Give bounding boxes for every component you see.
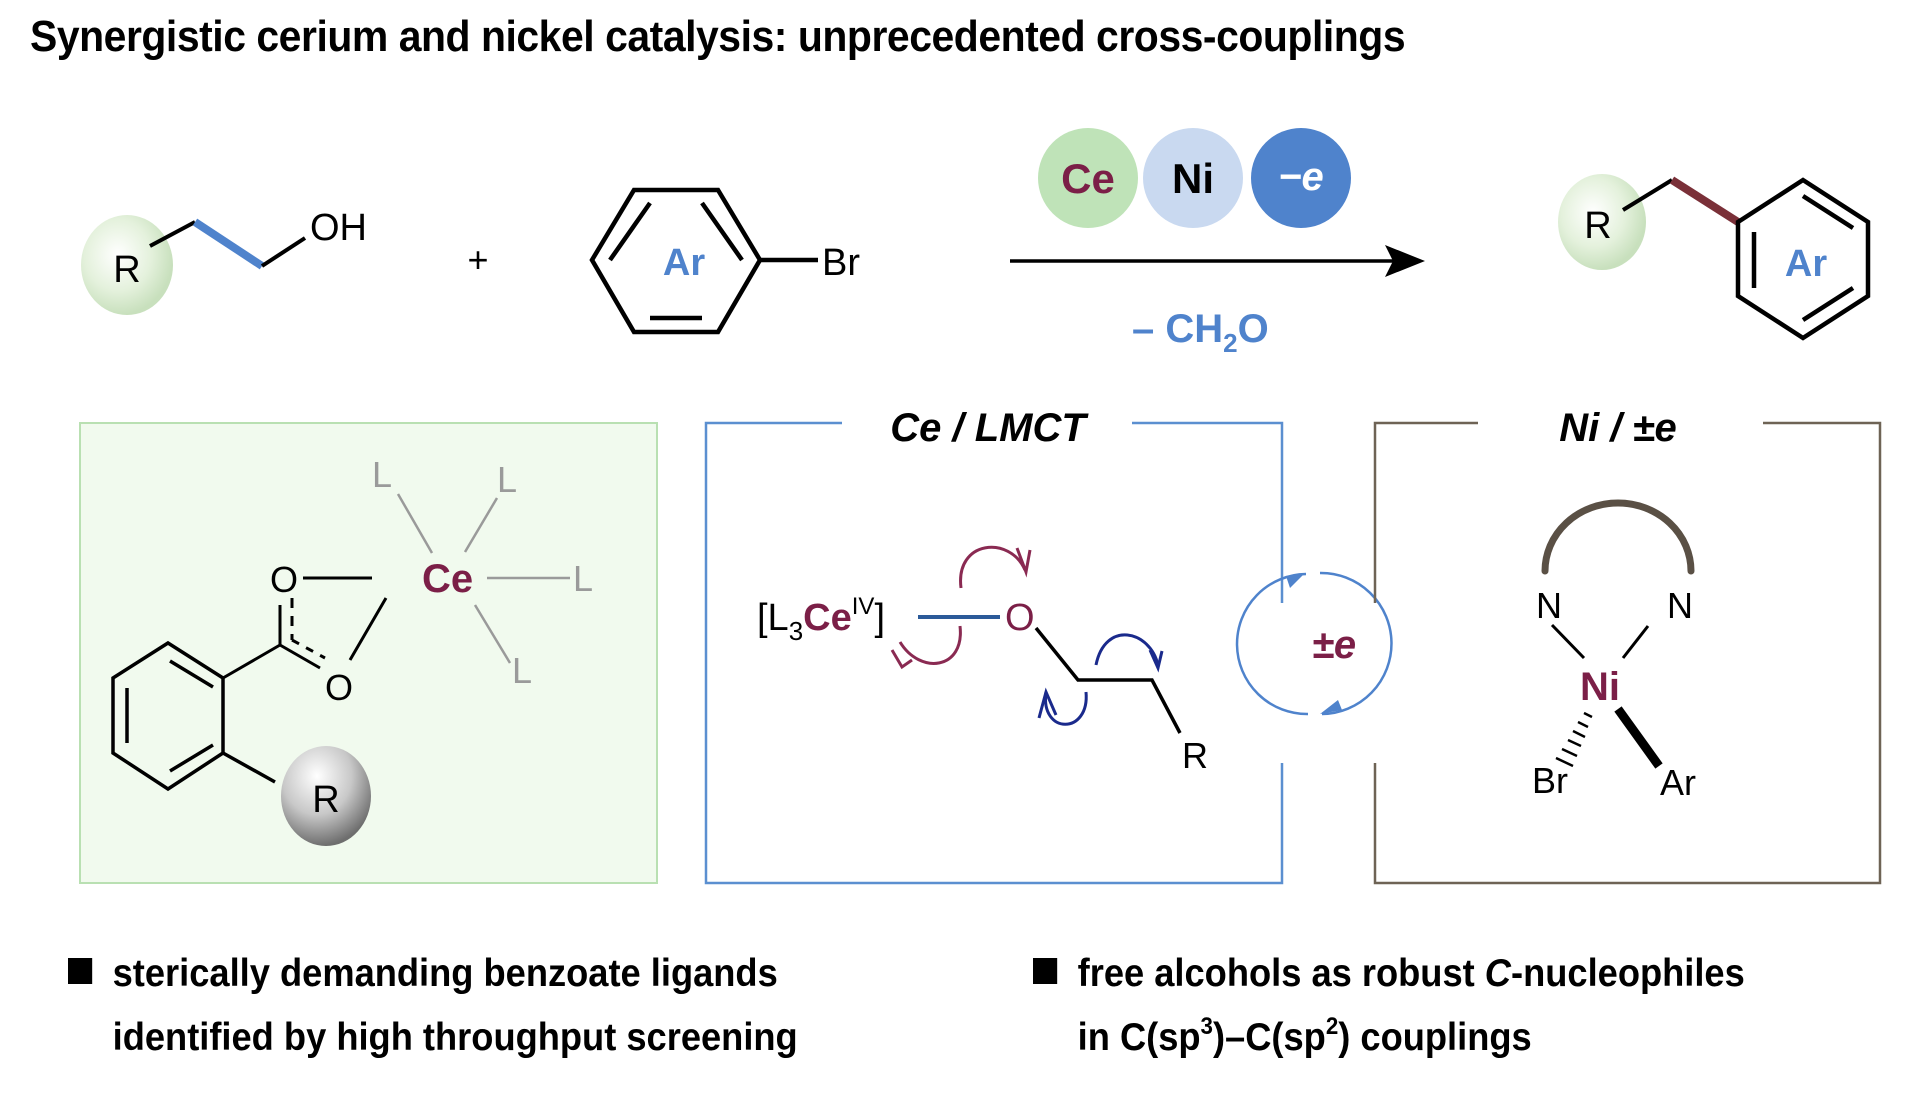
nickel-panel: Ni / ±e N N Br Ar Ni bbox=[1373, 406, 1882, 885]
aryl-label: Ar bbox=[1660, 762, 1696, 803]
ligand-label: L bbox=[512, 650, 532, 691]
cerium-center: Ce bbox=[422, 557, 473, 601]
oxygen-label: O bbox=[325, 667, 353, 708]
bullet-line: identified by high throughput screening bbox=[112, 1016, 798, 1059]
curved-arrow-icon bbox=[1044, 691, 1088, 726]
bond-ring-r bbox=[222, 751, 276, 784]
arrowhead-icon bbox=[890, 649, 913, 670]
lmct-heading: Ce / LMCT bbox=[890, 406, 1089, 450]
superscript: 2 bbox=[1325, 1013, 1339, 1040]
electron-label: −e bbox=[1278, 155, 1324, 199]
blue-bond bbox=[192, 218, 265, 270]
plus-sign: + bbox=[467, 239, 488, 280]
br-label: Br bbox=[822, 242, 860, 284]
bullet-text: -nucleophiles bbox=[1511, 952, 1745, 995]
oxygen-label: O bbox=[1005, 597, 1035, 639]
bromide-label: Br bbox=[1532, 760, 1568, 801]
alcohol-substrate: R OH bbox=[81, 207, 367, 315]
cycle-arc-icon bbox=[1235, 572, 1309, 716]
benzene-ring bbox=[111, 640, 225, 792]
ligand-panel: L L L L Ce O O R bbox=[79, 422, 658, 884]
r-group-sphere bbox=[1558, 174, 1646, 270]
benzene-ring bbox=[1735, 177, 1871, 341]
r-label: R bbox=[312, 779, 339, 821]
electron-transfer-label: ±e bbox=[1312, 623, 1356, 667]
ligand-panel-frame bbox=[79, 422, 658, 884]
product: R Ar bbox=[1558, 174, 1871, 341]
cycle-arrowhead-icon bbox=[1286, 573, 1305, 588]
redox-cycle: ±e bbox=[1235, 571, 1393, 716]
nickel-heading: Ni / ±e bbox=[1559, 406, 1677, 450]
benzene-ring bbox=[589, 187, 763, 335]
bullet-italic: C bbox=[1484, 952, 1512, 995]
alkyl-chain bbox=[1034, 626, 1182, 734]
cerium-catalyst-circle bbox=[1038, 128, 1138, 228]
cerium-complex-label: [L3CeIV] bbox=[757, 593, 885, 646]
nickel-label: Ni bbox=[1172, 155, 1214, 202]
bond-r-c bbox=[149, 220, 196, 248]
arrowhead-icon bbox=[1148, 649, 1164, 673]
bullet-text: free alcohols as robust bbox=[1077, 952, 1485, 995]
bidentate-ligand-arc bbox=[1541, 499, 1695, 575]
bullet-line: in C(sp3)–C(sp2) couplings bbox=[1077, 1013, 1745, 1060]
cycle-arc-icon bbox=[1319, 571, 1393, 716]
r-group-sphere bbox=[81, 215, 173, 315]
n-ni-bond bbox=[1550, 623, 1586, 660]
oh-label: OH bbox=[310, 207, 367, 249]
nitrogen-label: N bbox=[1536, 585, 1562, 626]
lmct-panel: Ce / LMCT [L3CeIV] O R bbox=[704, 406, 1284, 885]
superscript: 3 bbox=[1200, 1013, 1213, 1040]
ligand-label: L bbox=[372, 454, 392, 495]
nickel-panel-frame bbox=[1373, 421, 1882, 885]
oxygen-label: O bbox=[270, 559, 298, 600]
n-ni-bond bbox=[1621, 625, 1650, 659]
byproduct-label: – CH2O bbox=[1132, 307, 1269, 358]
nitrogen-label: N bbox=[1667, 585, 1693, 626]
inner-double-bonds bbox=[608, 201, 744, 321]
new-cc-bond bbox=[1669, 176, 1741, 226]
r-label: R bbox=[113, 249, 140, 291]
nickel-catalyst-circle bbox=[1143, 128, 1243, 228]
arrowhead-icon bbox=[1015, 547, 1032, 578]
lmct-panel-frame bbox=[704, 421, 1284, 885]
figure-title: Synergistic cerium and nickel catalysis:… bbox=[30, 12, 1406, 61]
nickel-center: Ni bbox=[1580, 665, 1620, 709]
bullet-text: )–C(sp bbox=[1212, 1016, 1326, 1059]
bullet-ligands: sterically demanding benzoate ligands id… bbox=[68, 952, 798, 1060]
cycle-arrowhead-icon bbox=[1320, 700, 1342, 714]
curved-arrow-icon bbox=[1094, 633, 1160, 666]
r-label: R bbox=[1584, 205, 1611, 247]
bullet-square-icon bbox=[1033, 958, 1058, 984]
electron-circle bbox=[1251, 128, 1351, 228]
ancillary-ligand-bonds bbox=[396, 493, 570, 664]
catalyst-circles: Ce Ni −e bbox=[1038, 128, 1351, 228]
bullet-text: ) couplings bbox=[1338, 1016, 1532, 1059]
bullet-text: in C(sp bbox=[1077, 1016, 1201, 1059]
bond-r-c bbox=[1621, 178, 1674, 212]
ligand-label: L bbox=[497, 459, 517, 500]
bullet-alcohols: free alcohols as robust C-nucleophiles i… bbox=[1033, 952, 1745, 1060]
cerium-label: Ce bbox=[1061, 155, 1115, 202]
ar-label: Ar bbox=[663, 242, 705, 284]
inner-double-bonds bbox=[125, 659, 214, 773]
curved-arrow-icon bbox=[898, 625, 962, 665]
curved-arrow-icon bbox=[959, 545, 1027, 589]
ce-electron-arrows bbox=[898, 545, 1027, 665]
arrowhead-icon bbox=[1037, 687, 1058, 719]
wedge-bond bbox=[1614, 706, 1663, 769]
alkyl-electron-arrows bbox=[1044, 633, 1160, 726]
aryl-bromide: Ar Br bbox=[589, 187, 860, 335]
reaction-arrow-head bbox=[1385, 245, 1425, 277]
r-label: R bbox=[1182, 735, 1208, 776]
carboxylate-bonds bbox=[222, 576, 388, 680]
ar-label: Ar bbox=[1785, 243, 1827, 285]
bond-c-o bbox=[260, 236, 307, 268]
steric-r-sphere bbox=[281, 746, 371, 846]
hashed-bond bbox=[1555, 711, 1593, 768]
inner-double-bonds bbox=[1751, 194, 1855, 322]
bullet-square-icon bbox=[68, 958, 93, 984]
ligand-label: L bbox=[573, 558, 593, 599]
bullet-line: sterically demanding benzoate ligands bbox=[112, 952, 778, 995]
